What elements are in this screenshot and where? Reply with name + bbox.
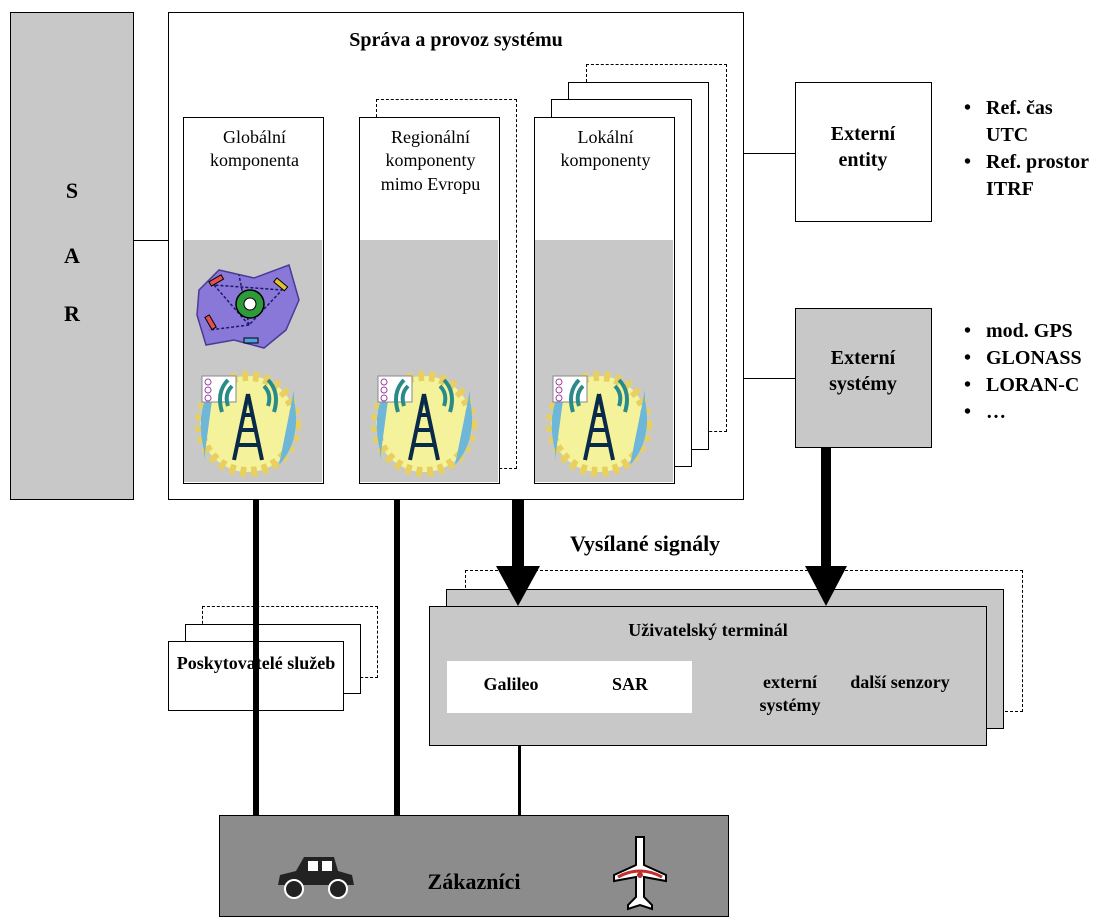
sar-column: S A R <box>10 12 134 500</box>
list-item: •Ref. čas UTC <box>964 97 1053 146</box>
antenna-tower-icon <box>371 371 477 477</box>
system-management-title: Správa a provoz systému <box>349 29 563 51</box>
terminal-to-customers-line <box>518 746 521 815</box>
satellite-network-icon <box>196 264 300 349</box>
terminal-item-external-systems: externí systémy <box>759 672 821 716</box>
external-systems-label: Externí systémy <box>829 347 897 395</box>
external-entities-list: •Ref. čas UTC •Ref. prostor ITRF <box>960 95 1110 203</box>
list-item: •mod. GPS <box>964 320 1073 342</box>
global-component-label: Globální komponenta <box>210 127 299 171</box>
local-component-label: Lokální komponenty <box>560 127 651 171</box>
local-component: Lokální komponenty <box>534 117 675 484</box>
antenna-tower-icon <box>546 371 652 477</box>
external-systems-box: Externí systémy <box>795 308 932 448</box>
list-item: •LORAN-C <box>964 374 1080 396</box>
terminal-item-other-sensors: další senzory <box>850 672 950 692</box>
sar-letter-a: A <box>64 243 80 268</box>
global-to-customers-line <box>253 500 259 815</box>
external-entities-label: Externí entity <box>830 123 896 171</box>
list-item: •… <box>964 401 1006 423</box>
sar-letter-s: S <box>65 178 79 203</box>
antenna-tower-icon <box>195 371 301 477</box>
local-signal-arrow-head <box>496 566 540 606</box>
user-terminal: Uživatelský terminál Galileo SAR externí… <box>429 606 987 746</box>
car-icon <box>278 857 354 899</box>
user-terminal-title: Uživatelský terminál <box>628 620 788 640</box>
sar-letter-r: R <box>64 301 80 326</box>
regional-component-label: Regionální komponenty mimo Evropu <box>380 127 481 194</box>
airplane-icon <box>613 836 667 911</box>
list-item: •Ref. prostor ITRF <box>964 151 1089 200</box>
regional-to-customers-line <box>394 500 400 815</box>
terminal-item-galileo: Galileo <box>483 674 539 694</box>
list-item: •GLONASS <box>964 347 1082 369</box>
terminal-item-sar: SAR <box>611 674 648 694</box>
terminal-galileo-sar-panel <box>447 661 692 713</box>
broadcast-signals-label: Vysílané signály <box>570 531 721 556</box>
global-component: Globální komponenta <box>183 117 324 484</box>
regional-component: Regionální komponenty mimo Evropu <box>359 117 500 484</box>
external-entities-box: Externí entity <box>795 82 932 222</box>
external-systems-connector <box>744 378 795 379</box>
customers-label: Zákazníci <box>427 869 521 894</box>
external-signal-arrow-head <box>805 566 847 606</box>
external-signal-arrow-shaft <box>821 448 831 568</box>
sar-connector <box>134 240 169 241</box>
external-systems-list: •mod. GPS •GLONASS •LORAN-C •… <box>960 318 1110 426</box>
external-entities-connector <box>744 153 795 154</box>
local-signal-arrow-shaft <box>512 500 524 568</box>
